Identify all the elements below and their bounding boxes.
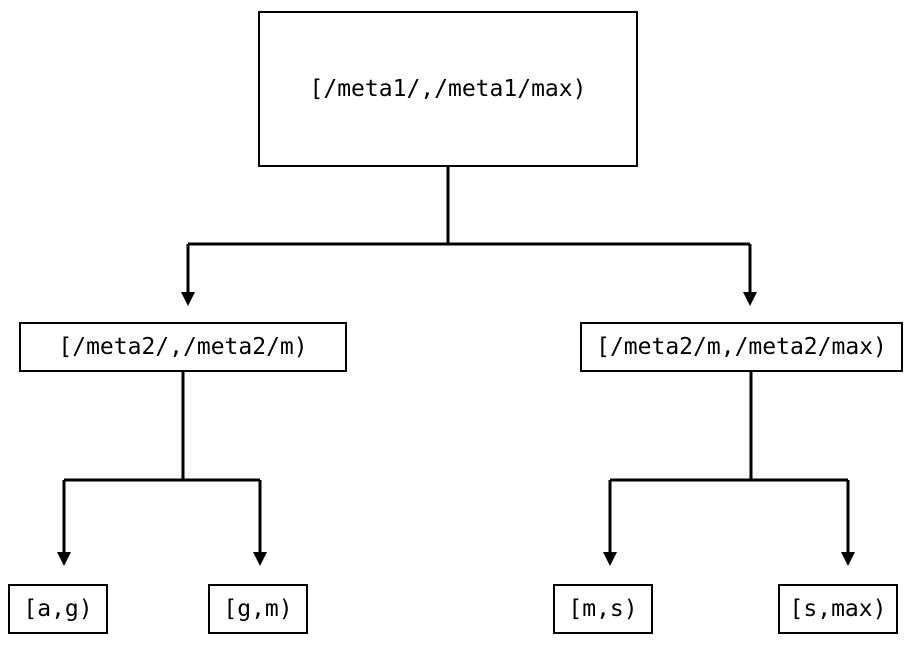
- node-mid-left-label: [/meta2/,/meta2/m): [58, 333, 308, 360]
- node-leaf-2-label: [g,m): [223, 595, 293, 622]
- node-leaf-3-label: [m,s): [568, 595, 638, 622]
- arrowhead-to-leaf-4: [841, 552, 855, 566]
- node-leaf-3: [m,s): [553, 584, 653, 634]
- node-mid-left: [/meta2/,/meta2/m): [19, 322, 347, 372]
- edge-root-to-mid-level: [186, 167, 752, 292]
- node-mid-right: [/meta2/m,/meta2/max): [580, 322, 903, 372]
- arrowhead-to-leaf-3: [603, 552, 617, 566]
- arrowhead-to-leaf-1: [57, 552, 71, 566]
- node-leaf-4-label: [s,max): [789, 595, 887, 622]
- node-leaf-2: [g,m): [208, 584, 308, 634]
- node-root-label: [/meta1/,/meta1/max): [309, 75, 587, 102]
- node-leaf-4: [s,max): [778, 584, 898, 634]
- arrowhead-to-leaf-2: [253, 552, 267, 566]
- edge-mid-left-to-leaves: [62, 372, 262, 552]
- node-leaf-1: [a,g): [8, 584, 108, 634]
- arrowhead-to-mid-left: [181, 292, 195, 306]
- arrowhead-to-mid-right: [743, 292, 757, 306]
- node-root: [/meta1/,/meta1/max): [258, 11, 638, 167]
- node-mid-right-label: [/meta2/m,/meta2/max): [596, 333, 887, 360]
- node-leaf-1-label: [a,g): [23, 595, 93, 622]
- edge-mid-right-to-leaves: [608, 372, 850, 552]
